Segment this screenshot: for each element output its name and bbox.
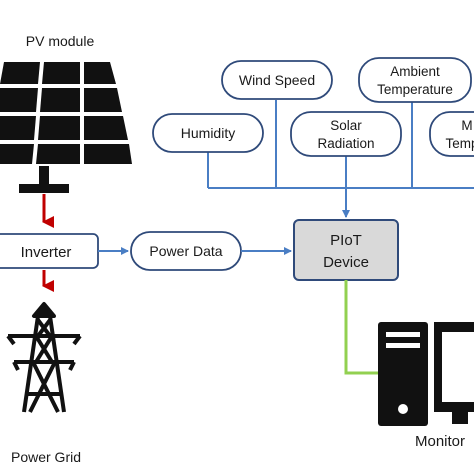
pv-module-label: PV module [26, 33, 95, 49]
transmission-tower-icon [6, 302, 82, 413]
monitor-label: Monitor [415, 433, 465, 450]
solar-label-line1: Solar [330, 118, 362, 133]
piot-to-monitor-link [344, 280, 378, 375]
wind-speed-box [221, 60, 333, 100]
solar-label-line2: Radiation [317, 136, 374, 151]
solar-radiation-box [290, 111, 402, 157]
computer-monitor-icon [378, 322, 474, 426]
wind-speed-label: Wind Speed [239, 72, 315, 88]
solar-panel-icon [0, 62, 132, 193]
module-temperature-box [429, 111, 474, 157]
power-data-label: Power Data [149, 243, 222, 259]
ambient-label-line1: Ambient [390, 64, 440, 79]
ambient-temperature-box [358, 57, 472, 103]
sensor-bus-lines [207, 100, 474, 218]
humidity-box [152, 113, 264, 153]
humidity-label: Humidity [181, 125, 235, 141]
inverter-label: Inverter [21, 244, 72, 261]
piot-label-line1: PIoT [330, 232, 362, 249]
module-temp-label-line1: M [461, 118, 472, 133]
piot-label-line2: Device [323, 254, 369, 271]
power-grid-label: Power Grid [11, 449, 81, 465]
module-temp-label-line2: Temp [445, 136, 474, 151]
piot-device-box [293, 219, 399, 281]
ambient-label-line2: Temperature [377, 82, 453, 97]
